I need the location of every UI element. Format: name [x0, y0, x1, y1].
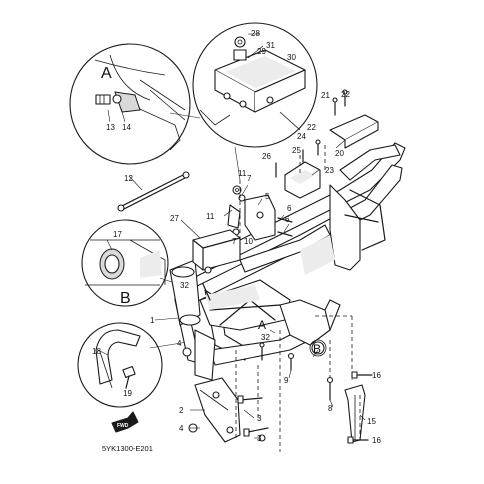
callout-17: 17	[113, 230, 122, 239]
callout-1: 1	[150, 316, 155, 325]
callout-32b: 32	[261, 333, 270, 342]
callout-6b: 6	[285, 215, 290, 224]
view-label-b: B	[120, 290, 131, 307]
callout-leaders	[128, 139, 366, 439]
part-3-bolts	[237, 395, 269, 442]
callout-6: 6	[287, 204, 292, 213]
fwd-label: FWD	[117, 423, 129, 429]
fwd-arrow-icon: FWD	[111, 411, 139, 433]
detail-a-inset	[69, 43, 191, 165]
callout-3b: 3	[257, 434, 262, 443]
callout-24: 24	[297, 132, 306, 141]
callout-19: 19	[123, 389, 132, 398]
callout-28: 28	[251, 29, 260, 38]
view-marker-a: A	[258, 318, 266, 332]
callout-4b: 4	[179, 424, 184, 433]
callout-10: 10	[244, 237, 253, 246]
battery-box-inset	[192, 22, 318, 148]
part-27-box	[192, 229, 241, 274]
callout-26: 26	[262, 152, 271, 161]
view-label-a: A	[101, 65, 112, 82]
callout-32: 32	[180, 281, 189, 290]
callout-18: 18	[92, 347, 101, 356]
part-5-bracket	[244, 194, 276, 241]
part-20-bracket	[329, 114, 379, 149]
drawing-code: 5YK1300-E201	[102, 444, 153, 453]
callout-31: 31	[266, 41, 275, 50]
callout-7b: 7	[232, 237, 237, 246]
callout-16: 16	[372, 371, 381, 380]
callout-16b: 16	[372, 436, 381, 445]
callout-29: 29	[257, 47, 266, 56]
callout-9: 9	[284, 376, 289, 385]
view-marker-b: B	[313, 342, 321, 356]
callout-8: 8	[328, 404, 333, 413]
callout-5: 5	[265, 192, 270, 201]
callout-4: 4	[177, 339, 182, 348]
callout-13: 13	[106, 123, 115, 132]
callout-12: 12	[124, 174, 133, 183]
bracket-inset	[77, 322, 163, 408]
callout-27: 27	[170, 214, 179, 223]
part-32-bolts	[202, 283, 265, 361]
part-2-bracket	[194, 377, 241, 443]
callout-22: 22	[341, 90, 350, 99]
callout-21: 21	[321, 91, 330, 100]
detail-b-inset	[81, 219, 169, 307]
callout-30: 30	[287, 53, 296, 62]
callout-2: 2	[179, 406, 184, 415]
alignment-dashed-lines	[235, 145, 361, 452]
callout-20: 20	[335, 149, 344, 158]
callout-22b: 22	[307, 123, 316, 132]
part-12-rod	[117, 171, 190, 212]
part-21-22-bolts	[275, 89, 348, 178]
callout-7: 7	[247, 174, 252, 183]
callout-numbers: 1 2 3 3 4 4 5 6 6 7 7 8 9 10 11 11 12 13…	[92, 29, 381, 445]
part-23-cover	[284, 161, 321, 199]
callout-3: 3	[257, 414, 262, 423]
callout-11: 11	[238, 169, 247, 178]
callout-25: 25	[292, 146, 301, 155]
callout-11b: 11	[206, 212, 215, 221]
callout-15: 15	[367, 417, 376, 426]
part-15-sidestand	[344, 384, 366, 443]
callout-14: 14	[122, 123, 131, 132]
callout-23: 23	[325, 166, 334, 175]
